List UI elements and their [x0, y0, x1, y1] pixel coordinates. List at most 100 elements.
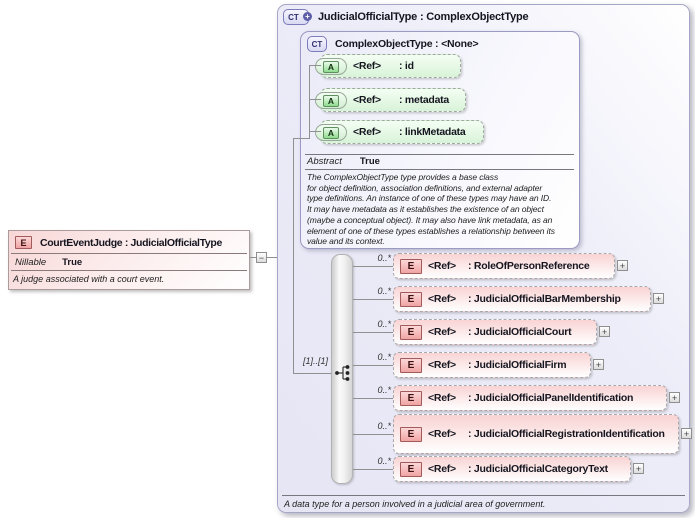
element-icon: E	[400, 258, 422, 274]
expand-toggle[interactable]: +	[669, 392, 680, 403]
element-name: : JudicialOfficialCategoryText	[468, 463, 608, 475]
attribute-icon: A	[323, 94, 339, 107]
connector-line	[353, 299, 393, 300]
divider	[305, 169, 574, 170]
sequence-icon	[335, 365, 350, 381]
base-type-header: CT ComplexObjectType : <None>	[307, 36, 479, 52]
attribute-badge-metadata[interactable]: A <Ref> : metadata	[315, 88, 466, 112]
complex-object-type-box[interactable]: CT ComplexObjectType : <None> A <Ref> : …	[300, 31, 580, 249]
type-annotation: A data type for a person involved in a j…	[284, 499, 546, 509]
cardinality-label: 0..*	[377, 319, 391, 329]
connector-line	[309, 65, 310, 139]
type-title: JudicialOfficialType : ComplexObjectType	[318, 11, 529, 23]
element-icon: E	[400, 426, 422, 442]
expand-toggle[interactable]: +	[681, 428, 692, 439]
ct-label: CT	[288, 12, 299, 22]
attribute-capsule: A	[315, 92, 347, 109]
collapse-toggle[interactable]: −	[256, 252, 267, 263]
connector-line	[250, 257, 292, 258]
entity-header: E CourtEventJudge : JudicialOfficialType	[9, 231, 249, 253]
nillable-row: Nillable True	[9, 254, 249, 270]
element-name: : RoleOfPersonReference	[468, 260, 590, 272]
element-badge-firm[interactable]: E <Ref> : JudicialOfficialFirm	[393, 352, 591, 378]
element-badge-bar-membership[interactable]: E <Ref> : JudicialOfficialBarMembership	[393, 286, 651, 312]
ref-label: <Ref>	[428, 428, 456, 440]
cardinality-label: 0..*	[377, 253, 391, 263]
property-label: Abstract	[307, 156, 342, 167]
connector-line	[309, 65, 321, 66]
ref-label: <Ref>	[428, 293, 456, 305]
attribute-name: : metadata	[399, 94, 450, 106]
element-icon: E	[400, 357, 422, 373]
element-badge-panel-identification[interactable]: E <Ref> : JudicialOfficialPanelIdentific…	[393, 385, 667, 411]
ref-label: <Ref>	[353, 94, 381, 106]
cardinality-label: 0..*	[377, 421, 391, 431]
property-label: Nillable	[15, 257, 47, 268]
connector-line	[353, 434, 393, 435]
connector-line	[353, 332, 393, 333]
attribute-capsule: A	[315, 124, 347, 141]
attribute-name: : id	[399, 60, 414, 72]
divider	[11, 270, 247, 271]
expand-toggle[interactable]: +	[617, 260, 628, 271]
judicial-official-type-box[interactable]: CT + JudicialOfficialType : ComplexObjec…	[277, 4, 692, 513]
base-type-title: ComplexObjectType : <None>	[335, 38, 479, 50]
attribute-name: : linkMetadata	[399, 126, 466, 138]
court-event-judge-box[interactable]: E CourtEventJudge : JudicialOfficialType…	[8, 230, 250, 290]
element-badge-role-of-person-reference[interactable]: E <Ref> : RoleOfPersonReference	[393, 253, 615, 279]
attribute-badge-link-metadata[interactable]: A <Ref> : linkMetadata	[315, 120, 484, 144]
divider	[282, 495, 685, 496]
base-type-description: The ComplexObjectType type provides a ba…	[307, 172, 555, 247]
element-icon: E	[400, 390, 422, 406]
ct-label: CT	[311, 39, 323, 49]
connector-line	[353, 266, 393, 267]
element-badge-category-text[interactable]: E <Ref> : JudicialOfficialCategoryText	[393, 456, 631, 482]
ref-label: <Ref>	[428, 392, 456, 404]
type-header: CT + JudicialOfficialType : ComplexObjec…	[283, 9, 529, 25]
divider	[305, 154, 574, 155]
ref-label: <Ref>	[428, 326, 456, 338]
element-name: : JudicialOfficialCourt	[468, 326, 572, 338]
expand-toggle[interactable]: +	[593, 359, 604, 370]
divider	[11, 253, 247, 254]
ref-label: <Ref>	[428, 359, 456, 371]
complex-type-derived-icon: CT +	[283, 9, 312, 25]
cardinality-label: 0..*	[377, 385, 391, 395]
attribute-icon: A	[323, 60, 339, 73]
element-badge-court[interactable]: E <Ref> : JudicialOfficialCourt	[393, 319, 597, 345]
connector-line	[293, 138, 294, 374]
expand-toggle[interactable]: +	[653, 293, 664, 304]
entity-title: CourtEventJudge : JudicialOfficialType	[40, 236, 222, 249]
attribute-icon: A	[323, 126, 339, 139]
element-icon: E	[400, 324, 422, 340]
complex-type-icon: CT	[307, 36, 327, 52]
expand-toggle[interactable]: +	[599, 326, 610, 337]
cardinality-label: 0..*	[377, 286, 391, 296]
property-value: True	[359, 156, 380, 167]
sequence-cardinality: [1]..[1]	[302, 356, 328, 366]
element-name: : JudicialOfficialBarMembership	[468, 293, 621, 305]
connector-line	[353, 469, 393, 470]
element-icon: E	[400, 291, 422, 307]
expand-toggle[interactable]: +	[633, 463, 644, 474]
ref-label: <Ref>	[353, 126, 381, 138]
connector-line	[353, 398, 393, 399]
connector-line	[293, 373, 331, 374]
cardinality-label: 0..*	[377, 456, 391, 466]
element-name: : JudicialOfficialPanelIdentification	[468, 392, 634, 404]
element-icon: E	[400, 461, 422, 477]
element-badge-registration-identification[interactable]: E <Ref> : JudicialOfficialRegistrationId…	[393, 414, 679, 454]
attribute-badge-id[interactable]: A <Ref> : id	[315, 54, 461, 78]
entity-description: A judge associated with a court event.	[13, 274, 165, 284]
attribute-capsule: A	[315, 58, 347, 75]
sequence-bar[interactable]	[331, 254, 353, 484]
connector-line	[293, 138, 310, 139]
ref-label: <Ref>	[428, 260, 456, 272]
ref-label: <Ref>	[428, 463, 456, 475]
ref-label: <Ref>	[353, 60, 381, 72]
element-icon: E	[15, 236, 32, 249]
plus-circle-icon: +	[303, 12, 312, 21]
connector-line	[309, 99, 321, 100]
element-name: : JudicialOfficialFirm	[468, 359, 567, 371]
